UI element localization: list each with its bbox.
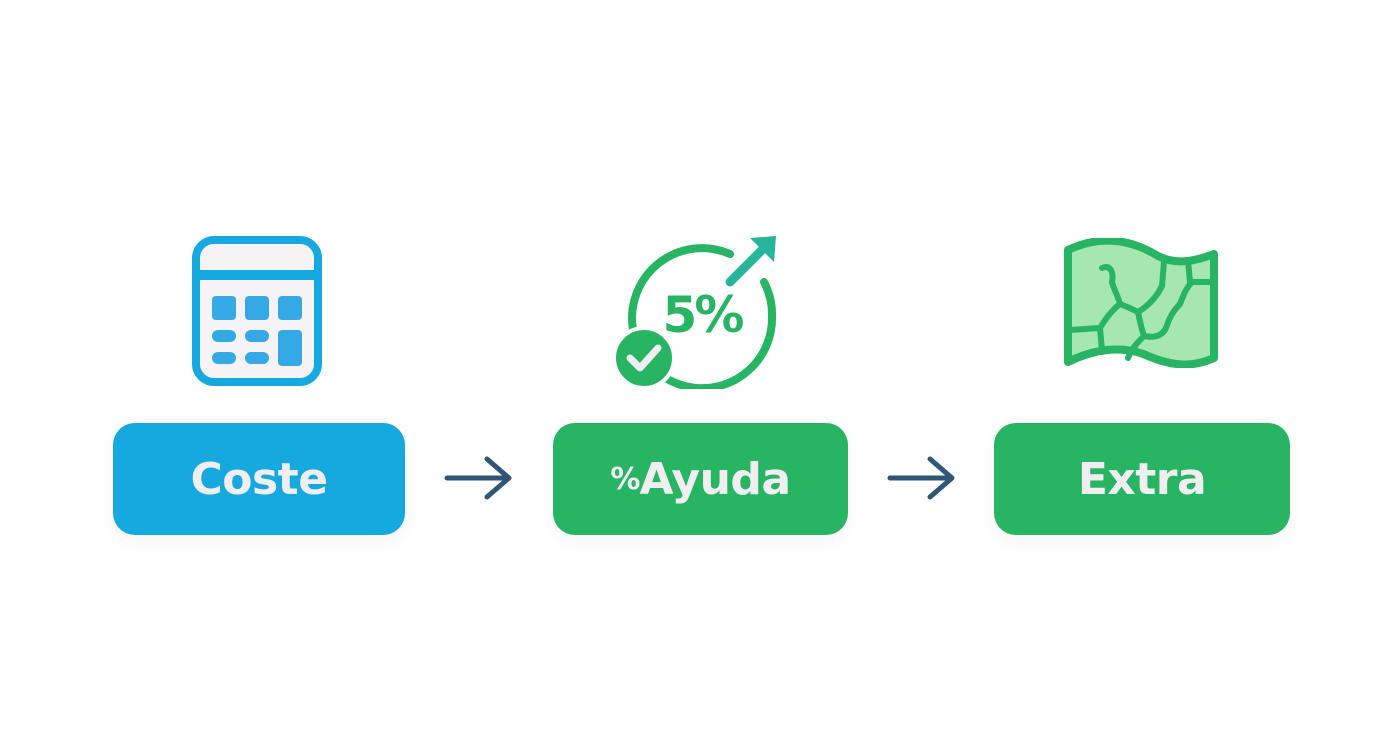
step-extra: Extra bbox=[994, 423, 1290, 535]
step-extra-label: Extra bbox=[1077, 453, 1207, 505]
step-coste-label: Coste bbox=[190, 453, 328, 505]
step-ayuda: % Ayuda bbox=[553, 423, 848, 535]
arrow-right-icon bbox=[887, 456, 955, 500]
step-coste: Coste bbox=[113, 423, 405, 535]
step-ayuda-label: Ayuda bbox=[639, 453, 791, 505]
arrow-right-icon bbox=[444, 456, 512, 500]
step-ayuda-prefix: % bbox=[610, 461, 640, 497]
map-icon bbox=[1064, 238, 1218, 368]
calculator-icon bbox=[192, 236, 322, 386]
percent-growth-icon: 5% bbox=[612, 236, 777, 389]
icon-percent-text: 5% bbox=[663, 286, 744, 344]
